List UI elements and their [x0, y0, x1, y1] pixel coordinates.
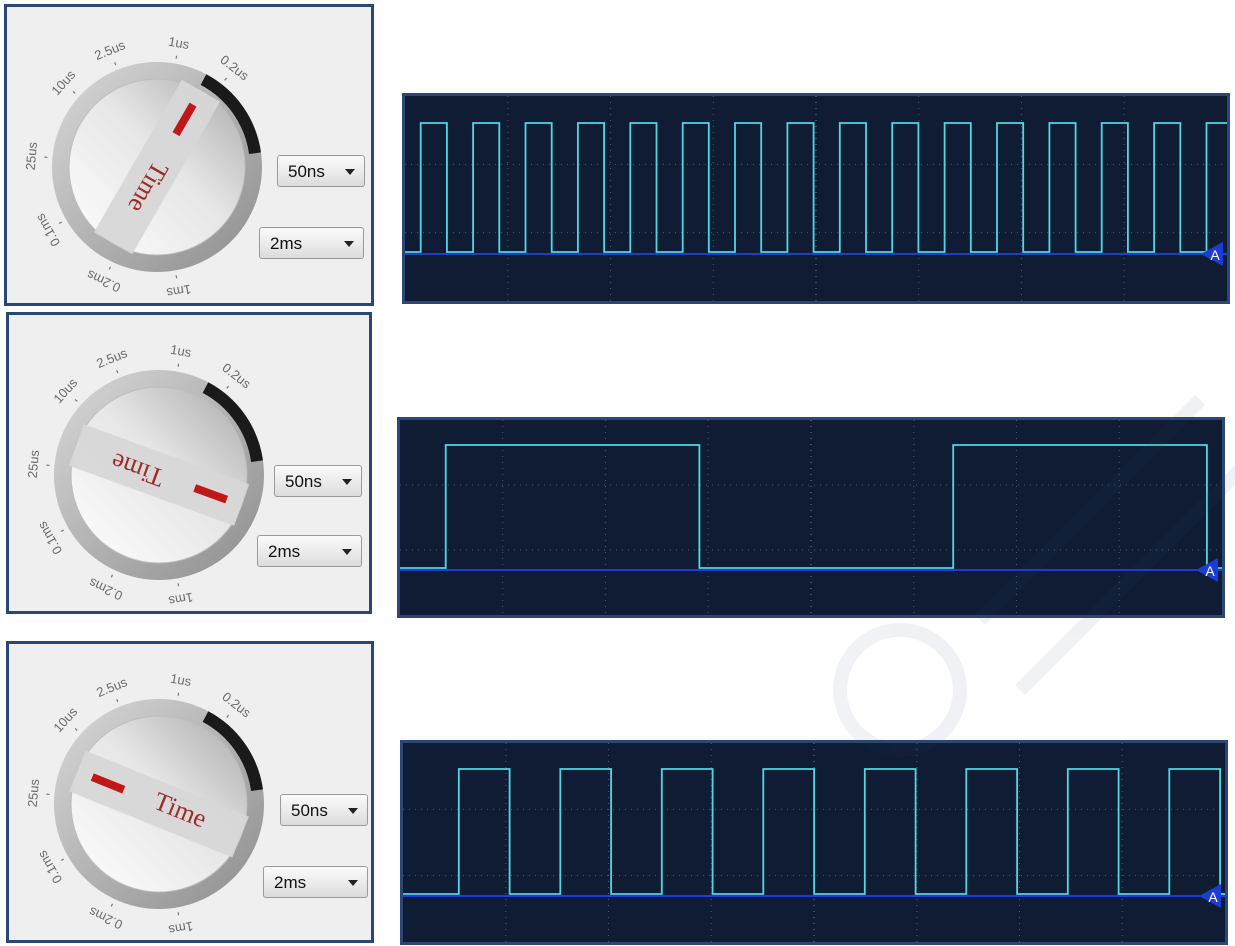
scale-tick: [74, 398, 78, 402]
scale-tick: [58, 221, 63, 225]
chevron-down-icon: [344, 241, 354, 247]
scale-tick: [72, 90, 76, 94]
oscilloscope-screen-3: A: [400, 740, 1228, 945]
scale-label: 0.2ms: [84, 267, 123, 296]
scale-label: 1ms: [165, 282, 192, 301]
scale-tick: [177, 583, 180, 587]
scale-label: 25us: [23, 141, 40, 171]
scale-label: 0.2us: [219, 360, 254, 392]
timebase-knob-graphic: 2.5us 1us 0.2us 10us 25us 0.1ms 0.2ms 1ms Time: [25, 671, 264, 938]
chevron-down-icon: [342, 549, 352, 555]
lower-timebase-select[interactable]: 2ms: [259, 227, 364, 259]
square-wave-trace: [405, 122, 1227, 253]
scale-tick: [116, 370, 119, 374]
scale-label: 0.1ms: [34, 848, 65, 887]
scale-tick: [175, 55, 178, 59]
upper-timebase-value: 50ns: [288, 162, 325, 181]
channel-marker-arrow: [1196, 558, 1218, 582]
scale-tick: [74, 727, 78, 731]
chevron-down-icon: [348, 880, 358, 886]
channel-marker-arrow: [1199, 884, 1221, 908]
channel-marker-arrow: [1201, 242, 1223, 266]
waveform-trace: A: [403, 743, 1225, 942]
oscilloscope-screen-2: A: [397, 417, 1225, 618]
scale-label: 0.2us: [219, 689, 254, 721]
scale-tick: [110, 903, 114, 907]
scale-label: 25us: [25, 778, 42, 808]
scale-label: 2.5us: [94, 345, 130, 371]
scale-tick: [226, 714, 230, 718]
lower-timebase-value: 2ms: [274, 873, 307, 892]
range-arc: [202, 382, 263, 463]
scale-tick: [114, 62, 117, 66]
upper-timebase-select[interactable]: 50ns: [277, 155, 365, 187]
scale-label: 1ms: [167, 919, 194, 938]
scale-tick: [177, 912, 180, 916]
chevron-down-icon: [348, 808, 358, 814]
scale-label: 0.1ms: [32, 211, 63, 250]
range-arc: [202, 711, 263, 792]
scale-tick: [177, 363, 180, 367]
channel-marker-label: A: [1208, 889, 1218, 905]
upper-timebase-value: 50ns: [291, 801, 328, 820]
knob-needle: [193, 484, 229, 504]
scale-label: 1us: [167, 34, 191, 52]
channel-marker-label: A: [1205, 563, 1215, 579]
scale-label: 10us: [50, 375, 80, 406]
waveform-trace: A: [400, 420, 1222, 615]
scale-tick: [110, 574, 114, 578]
scale-label: 10us: [48, 67, 78, 98]
upper-timebase-value: 50ns: [285, 472, 322, 491]
scale-tick: [60, 858, 65, 862]
scale-label: 0.1ms: [34, 519, 65, 558]
scale-label: 2.5us: [92, 37, 128, 63]
oscilloscope-screen-1: A: [402, 93, 1230, 304]
scale-tick: [226, 385, 230, 389]
channel-marker-label: A: [1210, 247, 1220, 263]
range-arc: [200, 74, 261, 155]
lower-timebase-value: 2ms: [268, 542, 301, 561]
scale-label: 0.2ms: [86, 575, 125, 604]
scale-label: 1us: [169, 342, 193, 360]
scale-label: 0.2us: [217, 52, 252, 84]
square-wave-trace: [400, 444, 1222, 569]
scale-label: 1ms: [167, 590, 194, 609]
scale-tick: [116, 699, 119, 703]
timebase-knob-graphic: 2.5us 1us 0.2us 10us 25us 0.1ms 0.2ms 1ms Time: [25, 342, 264, 609]
scale-label: 1us: [169, 671, 193, 689]
scale-label: 10us: [50, 704, 80, 735]
chevron-down-icon: [345, 169, 355, 175]
timebase-panel-3: 2.5us 1us 0.2us 10us 25us 0.1ms 0.2ms 1ms Time 5…: [6, 641, 374, 943]
scale-tick: [177, 692, 180, 696]
scale-tick: [108, 266, 112, 270]
lower-timebase-select[interactable]: 2ms: [263, 866, 368, 898]
lower-timebase-select[interactable]: 2ms: [257, 535, 362, 567]
upper-timebase-select[interactable]: 50ns: [274, 465, 362, 497]
lower-timebase-value: 2ms: [270, 234, 303, 253]
timebase-panel-2: 2.5us 1us 0.2us 10us 25us 0.1ms 0.2ms 1ms Time 5…: [6, 312, 372, 614]
knob-pointer-band: Time: [69, 750, 249, 858]
chevron-down-icon: [342, 479, 352, 485]
knob-pointer-band: Time: [68, 424, 250, 526]
scale-label: 2.5us: [94, 674, 130, 700]
scale-label: 0.2ms: [86, 904, 125, 933]
scale-tick: [60, 529, 65, 533]
waveform-trace: A: [405, 96, 1227, 301]
square-wave-trace: [403, 768, 1225, 895]
scale-label: 25us: [25, 449, 42, 479]
knob-needle: [172, 102, 197, 137]
upper-timebase-select[interactable]: 50ns: [280, 794, 368, 826]
scale-tick: [224, 77, 228, 81]
scale-tick: [175, 275, 178, 279]
knob-needle: [90, 773, 126, 794]
